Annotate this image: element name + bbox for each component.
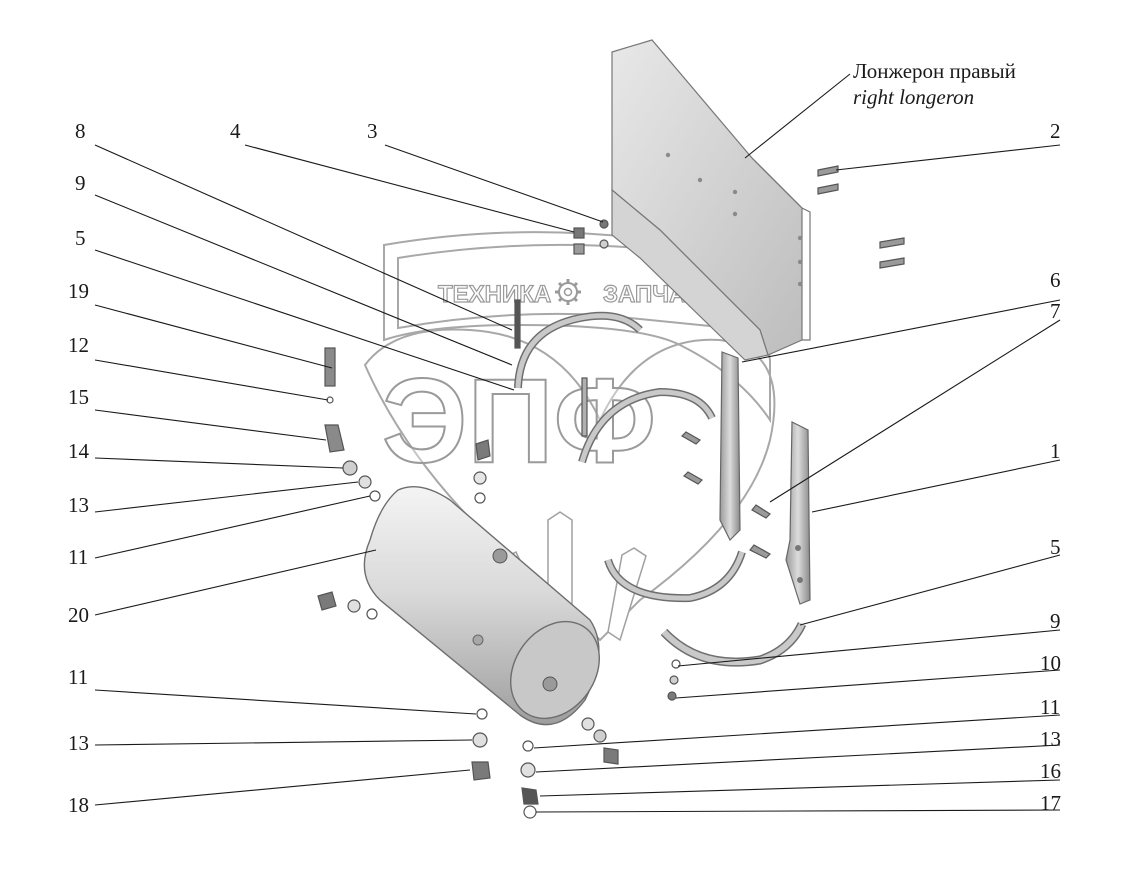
callout-17: 17	[1040, 791, 1061, 815]
callout-12: 12	[68, 333, 89, 357]
bracket-6	[719, 351, 741, 542]
callout-13-left: 13	[68, 493, 89, 517]
callout-15: 15	[68, 385, 89, 409]
callout-9-top: 9	[75, 171, 86, 195]
hardware	[317, 165, 905, 819]
leader-lines	[94, 73, 1061, 813]
callout-13-right: 13	[1040, 727, 1061, 751]
watermark-brand-left: ТЕХНИКА	[438, 281, 551, 308]
callout-13-lower: 13	[68, 731, 89, 755]
callout-16: 16	[1040, 759, 1061, 783]
callout-11-left: 11	[68, 545, 88, 569]
callout-7: 7	[1050, 299, 1061, 323]
watermark-gear-icon	[555, 279, 581, 305]
callout-2: 2	[1050, 119, 1061, 143]
longeron-label-en: right longeron	[853, 85, 974, 109]
watermark-shield	[383, 231, 771, 424]
callout-14: 14	[68, 439, 90, 463]
callout-19: 19	[68, 279, 89, 303]
callout-11-lower: 11	[68, 665, 88, 689]
callout-10: 10	[1040, 651, 1061, 675]
callout-labels: Лонжерон правый right longeron 8 4 3 2 9…	[68, 59, 1061, 817]
callout-1: 1	[1050, 439, 1061, 463]
callout-5-right: 5	[1050, 535, 1061, 559]
callout-18: 18	[68, 793, 89, 817]
bracket-1	[785, 421, 811, 605]
callout-11-right: 11	[1040, 695, 1060, 719]
air-tank	[363, 486, 601, 726]
callout-20: 20	[68, 603, 89, 627]
clamps-and-brackets	[514, 311, 807, 667]
callout-9-right: 9	[1050, 609, 1061, 633]
right-longeron	[611, 39, 811, 361]
callout-5-top: 5	[75, 226, 86, 250]
callout-4: 4	[230, 119, 241, 143]
longeron-label-ru: Лонжерон правый	[853, 59, 1016, 83]
callout-8: 8	[75, 119, 86, 143]
callout-6: 6	[1050, 268, 1061, 292]
callout-3: 3	[367, 119, 378, 143]
